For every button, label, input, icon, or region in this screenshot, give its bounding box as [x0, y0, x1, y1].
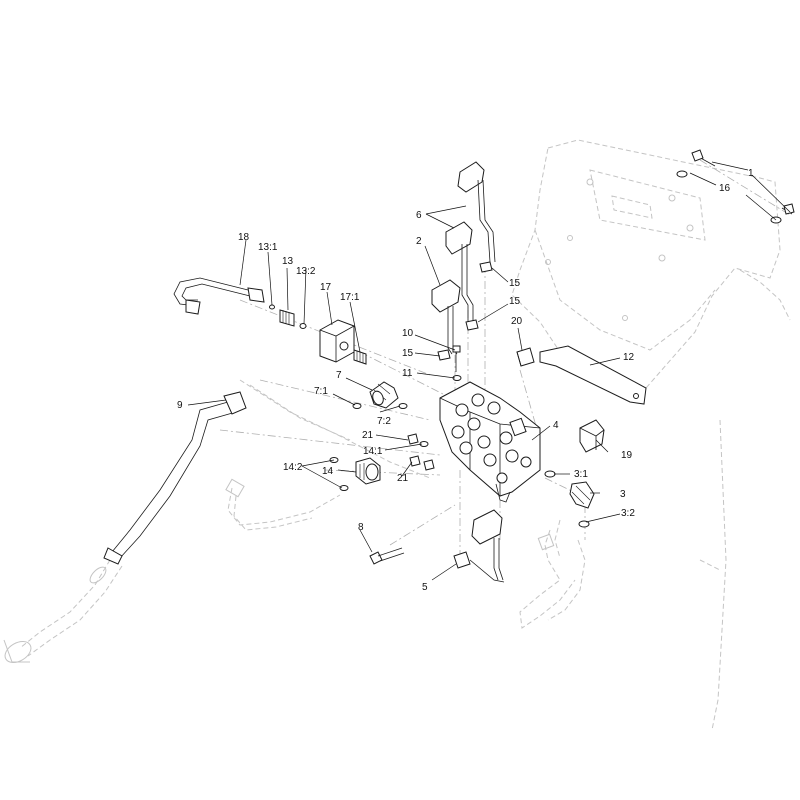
cylinder-ghost [3, 559, 123, 663]
frame-ghost [511, 139, 791, 731]
part-12-bracket-plate [539, 345, 647, 405]
part-7-2-oring [398, 403, 408, 409]
callout-2: 2 [416, 236, 422, 247]
callout-17-1: 17:1 [340, 292, 360, 303]
callout-12: 12 [623, 352, 635, 363]
part-5-lever-handle [453, 509, 505, 583]
callout-4: 4 [553, 420, 559, 431]
part-19-block [579, 419, 605, 453]
callout-1: 1 [748, 168, 754, 179]
part-3-elbow-fitting [569, 481, 595, 509]
part-1-bolts [691, 149, 795, 215]
callout-15c: 15 [402, 348, 414, 359]
callout-16: 16 [719, 183, 731, 194]
callout-6: 6 [416, 210, 422, 221]
centerlines [219, 159, 791, 560]
callout-13-2: 13:2 [296, 266, 316, 277]
callout-13: 13 [282, 256, 294, 267]
callout-19: 19 [621, 450, 633, 461]
part-13-fitting [269, 304, 307, 329]
callout-11: 11 [402, 368, 413, 379]
part-3-2-oring [578, 520, 590, 528]
callout-20: 20 [511, 316, 523, 327]
callout-21b: 21 [397, 473, 409, 484]
callout-3-1: 3:1 [574, 469, 588, 480]
callout-15a: 15 [509, 278, 521, 289]
part-4-control-valve [439, 381, 541, 503]
callout-10: 10 [402, 328, 414, 339]
callout-9: 9 [177, 400, 183, 411]
callout-17: 17 [320, 282, 332, 293]
callout-7-1: 7:1 [314, 386, 328, 397]
callout-14: 14 [322, 466, 334, 477]
callout-21a: 21 [362, 430, 374, 441]
part-20-block [516, 347, 535, 367]
hose-ghost-right [519, 519, 586, 629]
part-10-pin [452, 345, 461, 372]
callout-3-2: 3:2 [621, 508, 635, 519]
callout-7-2: 7:2 [377, 416, 391, 427]
part-7-elbow-fitting [369, 381, 399, 409]
part-16-washers [676, 170, 782, 224]
callout-labels: 1 16 6 2 15 15 15 18 13:1 13 13:2 17 17:… [177, 168, 754, 593]
part-17-1-fitting [353, 349, 367, 365]
part-6-lever-handle [457, 161, 496, 263]
part-6-lever-handle-2 [445, 221, 474, 322]
part-8-bolt [369, 547, 405, 565]
part-18-tube [173, 277, 265, 315]
callout-18: 18 [238, 232, 250, 243]
callout-7: 7 [336, 370, 342, 381]
callout-14-1: 14:1 [363, 446, 383, 457]
hose-ghost-left [225, 379, 431, 531]
part-14-elbow-fitting [355, 457, 381, 485]
callout-8: 8 [358, 522, 364, 533]
part-17-valve-block [319, 319, 355, 363]
leader-lines [187, 161, 791, 581]
callout-13-1: 13:1 [258, 242, 278, 253]
callout-3: 3 [620, 489, 626, 500]
part-15-nuts [437, 261, 493, 361]
callout-14-2: 14:2 [283, 462, 303, 473]
part-9-hose [103, 391, 247, 565]
callout-15b: 15 [509, 296, 521, 307]
part-3-1-oring [544, 470, 556, 478]
part-21-plugs [407, 433, 435, 471]
callout-5: 5 [422, 582, 428, 593]
